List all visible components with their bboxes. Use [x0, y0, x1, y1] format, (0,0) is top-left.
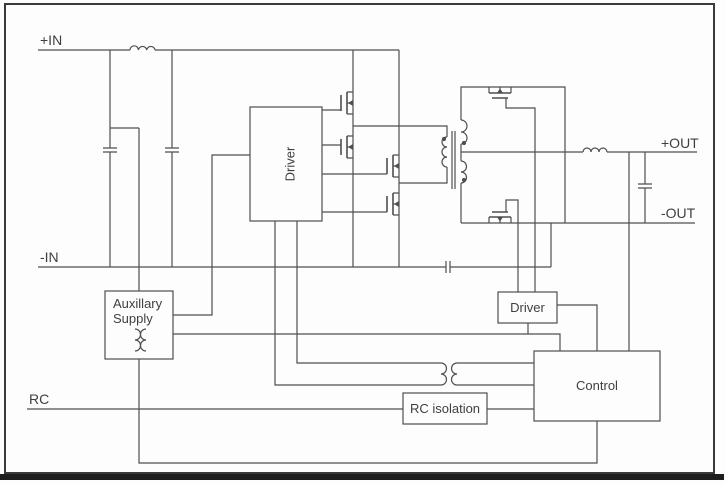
mosfet-q4-arrow-icon — [394, 201, 399, 207]
mosfet-q4 — [322, 192, 399, 216]
mosfet-q1-arrow-icon — [348, 100, 353, 106]
aux-supply-box — [104, 290, 174, 360]
main-transformer-secondary-upper-coil — [460, 119, 468, 145]
wire-primary-top — [353, 125, 448, 137]
gate-isolation-transformer-right-coil — [450, 362, 458, 386]
wire-primary-bottom — [399, 167, 448, 184]
mosfet-q2 — [322, 135, 353, 159]
control-label: Control — [576, 378, 618, 393]
primary-driver-label: Driver — [283, 146, 298, 181]
mosfet-q3-arrow-icon — [394, 163, 399, 169]
control-box — [533, 350, 661, 422]
output-inductor — [582, 147, 608, 153]
wire-driver1-gate-xfmr-bottom — [274, 221, 441, 386]
input-capacitor-2 — [165, 50, 179, 267]
secondary-driver-box — [497, 291, 558, 324]
wire-neg-link-to-out — [450, 223, 552, 268]
diagram-border-bottom — [0, 474, 724, 480]
secondary-driver-label: Driver — [510, 300, 545, 315]
mosfet-q3-stubs — [322, 154, 399, 178]
polarity-dot-primary — [441, 136, 447, 142]
gate-isolation-transformer-left-coil — [440, 362, 448, 386]
primary-driver-box — [249, 106, 323, 222]
wire-aux-to-driver1 — [173, 154, 250, 316]
aux-transformer-right-coil — [139, 328, 147, 352]
out-pos-label: +OUT — [661, 135, 699, 151]
wire-xfmr2-to-control — [457, 362, 534, 386]
mosfet-q2-stubs — [322, 135, 353, 159]
wire-q6-gate — [505, 199, 519, 292]
polarity-dot-secondary-lower — [461, 177, 467, 183]
aux-transformer-left-coil — [134, 328, 142, 352]
polarity-dot-secondary-upper — [461, 140, 467, 146]
rc-isolation-label: RC isolation — [410, 401, 480, 416]
in-pos-label: +IN — [40, 32, 62, 48]
in-neg-label: -IN — [40, 249, 59, 265]
aux-transformer-icon — [134, 328, 147, 352]
y-capacitor — [445, 261, 451, 273]
output-capacitor — [638, 152, 652, 223]
wire-control-to-aux-return — [138, 359, 598, 464]
mosfet-q3-bars — [386, 155, 394, 177]
mosfet-q6-bars — [489, 211, 511, 218]
wire-q5-gate — [505, 98, 536, 292]
main-transformer — [441, 119, 468, 189]
mosfet-q5-bars — [489, 92, 511, 99]
wire-driver2-to-control — [557, 304, 598, 351]
input-inductor — [129, 45, 156, 51]
rc-label: RC — [29, 391, 49, 407]
mosfet-q6-arrow-icon — [497, 217, 503, 222]
input-capacitor-1 — [103, 50, 117, 267]
wire-aux-supply-feed — [110, 127, 140, 291]
mosfet-q4-stubs — [322, 192, 399, 216]
mosfet-q5 — [488, 87, 536, 292]
mosfet-q3 — [322, 154, 399, 178]
wire-aux-rail — [173, 333, 561, 351]
diagram-border — [4, 3, 715, 474]
out-neg-label: -OUT — [661, 205, 696, 221]
main-transformer-primary-coil — [441, 136, 448, 168]
main-transformer-core — [451, 131, 456, 189]
wire-driver1-gate-xfmr-top — [296, 221, 441, 364]
mosfet-q2-arrow-icon — [348, 144, 353, 150]
mosfet-q1-stubs — [322, 91, 353, 115]
mosfet-q5-arrow-icon — [497, 88, 503, 93]
mosfet-q4-bars — [386, 193, 394, 215]
gate-isolation-transformer — [440, 362, 458, 386]
wire-secondary-top — [460, 86, 566, 223]
aux-supply-label-line1: Auxillary — [113, 296, 163, 311]
mosfet-q2-bars — [340, 136, 348, 158]
mosfet-q1-bars — [340, 92, 348, 114]
rc-isolation-box — [402, 392, 488, 425]
mosfet-q6 — [488, 199, 519, 292]
aux-supply-label-line2: Supply — [113, 311, 153, 326]
mosfet-q1 — [322, 91, 353, 115]
